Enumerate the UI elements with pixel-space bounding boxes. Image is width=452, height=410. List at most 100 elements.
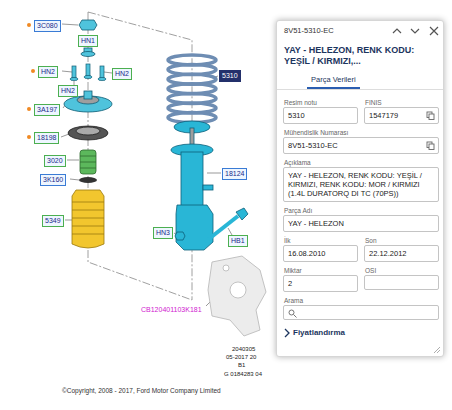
drawing-ref: G 0184283 04	[224, 371, 262, 377]
search-icon	[294, 315, 297, 318]
steering-knuckle	[208, 256, 266, 336]
field-label: İlk	[284, 237, 291, 245]
field-value: 2	[288, 279, 353, 288]
leader-line	[228, 228, 232, 235]
chevron-icon	[283, 328, 291, 338]
dust-boot	[72, 202, 104, 234]
callout-number: 18124	[225, 170, 244, 177]
leader-line	[207, 173, 221, 174]
field-label: Miktar	[284, 267, 302, 275]
top-mount	[84, 91, 92, 99]
field-label: Son	[365, 237, 377, 245]
strut	[176, 205, 213, 250]
field-value: 5310	[288, 111, 353, 120]
orange-dot	[27, 23, 31, 27]
callout-number: HN1	[81, 37, 95, 44]
callout-number: 3A197	[37, 106, 57, 113]
callout-number: 3K160	[40, 174, 66, 186]
copy-icon	[426, 111, 435, 120]
callout-number: 5349	[42, 215, 64, 227]
callout-number: 3A197	[34, 104, 60, 116]
orange-dot	[31, 69, 35, 73]
stud	[100, 66, 104, 78]
callout-number: 3C080	[37, 22, 58, 29]
data-field: Parça AdıYAY - HELEZON	[283, 215, 439, 232]
leader-line	[70, 179, 79, 180]
orange-dot	[27, 135, 31, 139]
bearing	[76, 127, 100, 135]
data-field: Mühendislik Numarası8V51-5310-EC	[283, 137, 439, 154]
coil-spring	[168, 55, 216, 123]
part-info-panel: Resim notu5310FINIS1547179Mühendislik Nu…	[276, 20, 444, 357]
drawing-ref: 05-2017 20	[226, 354, 256, 360]
field-value: 8V51-5310-EC	[288, 141, 423, 150]
stud	[70, 77, 78, 80]
field-label: Mühendislik Numarası	[284, 129, 348, 137]
strut	[203, 185, 213, 190]
copy-icon	[429, 144, 434, 150]
field-label: Resim notu	[284, 99, 317, 107]
resize-grip	[434, 347, 440, 353]
callout-number: 5349	[45, 217, 61, 224]
copy-icon	[429, 114, 434, 120]
nut	[175, 232, 185, 240]
header-icons	[430, 27, 438, 35]
top-nut	[79, 20, 97, 30]
field-label: Arama	[284, 297, 303, 305]
dust-boot	[72, 190, 104, 248]
drawing-ref: 2040305	[232, 346, 255, 352]
copyright-note: ©Copyright, 2008 - 2017, Ford Motor Comp…	[62, 387, 221, 394]
stud	[84, 75, 92, 78]
callout-number: 3K160	[43, 176, 63, 183]
callout-number: 3020	[44, 155, 66, 167]
data-field: Resim notu5310	[283, 107, 358, 124]
leader-line	[104, 72, 112, 73]
field-label: OSI	[365, 267, 376, 275]
ring	[79, 177, 97, 183]
orange-dot	[27, 107, 31, 111]
steering-knuckle	[230, 282, 246, 298]
field-value: 1547179	[369, 111, 423, 120]
steering-knuckle	[208, 256, 266, 336]
data-field: Miktar2	[283, 275, 358, 292]
tab-label: Parça Verileri	[307, 75, 360, 89]
stud	[70, 64, 106, 81]
link-text: Fiyatlandırma	[293, 328, 345, 337]
callout-number: HN2	[61, 87, 75, 94]
chevron-icon	[285, 329, 289, 337]
leader-line	[65, 220, 72, 221]
bump-stop	[80, 150, 96, 174]
washer-nut	[81, 48, 95, 57]
washer-nut	[81, 52, 95, 57]
stud	[72, 66, 76, 78]
callout-number: HN3	[156, 229, 170, 236]
data-field: AçıklamaYAY - HELEZON, RENK KODU: YEŞİL …	[283, 167, 439, 202]
dust-boot	[72, 190, 104, 248]
bearing	[68, 126, 108, 140]
copy-icon	[426, 141, 435, 150]
callout-number: 18198	[34, 132, 59, 144]
part-code: CB120401103K181	[140, 306, 203, 313]
strut	[181, 152, 203, 212]
part-code: 8V51-5310-EC	[284, 26, 334, 35]
callout-number: 3020	[47, 157, 63, 164]
bearing	[68, 126, 108, 140]
callout-number: 18124	[222, 168, 247, 180]
data-field: İlk16.08.2010	[283, 245, 358, 262]
leader-line	[61, 134, 69, 137]
bump-stop	[80, 156, 96, 168]
data-field: Arama	[283, 305, 439, 320]
header-icons	[411, 29, 419, 33]
strut	[171, 121, 213, 250]
field-value: 22.12.2012	[369, 249, 434, 258]
drawing-ref: B1	[238, 362, 245, 368]
leader-line	[62, 71, 72, 72]
field-value: YAY - HELEZON, RENK KODU: YEŞİL / KIRMIZ…	[288, 171, 434, 198]
callout-number: 3C080	[34, 20, 61, 32]
top-nut	[79, 20, 97, 30]
field-label: FINIS	[365, 99, 382, 107]
callout-number: HN3	[153, 227, 173, 239]
steering-knuckle	[223, 265, 229, 271]
search-icon	[288, 309, 297, 318]
nut	[175, 232, 185, 240]
